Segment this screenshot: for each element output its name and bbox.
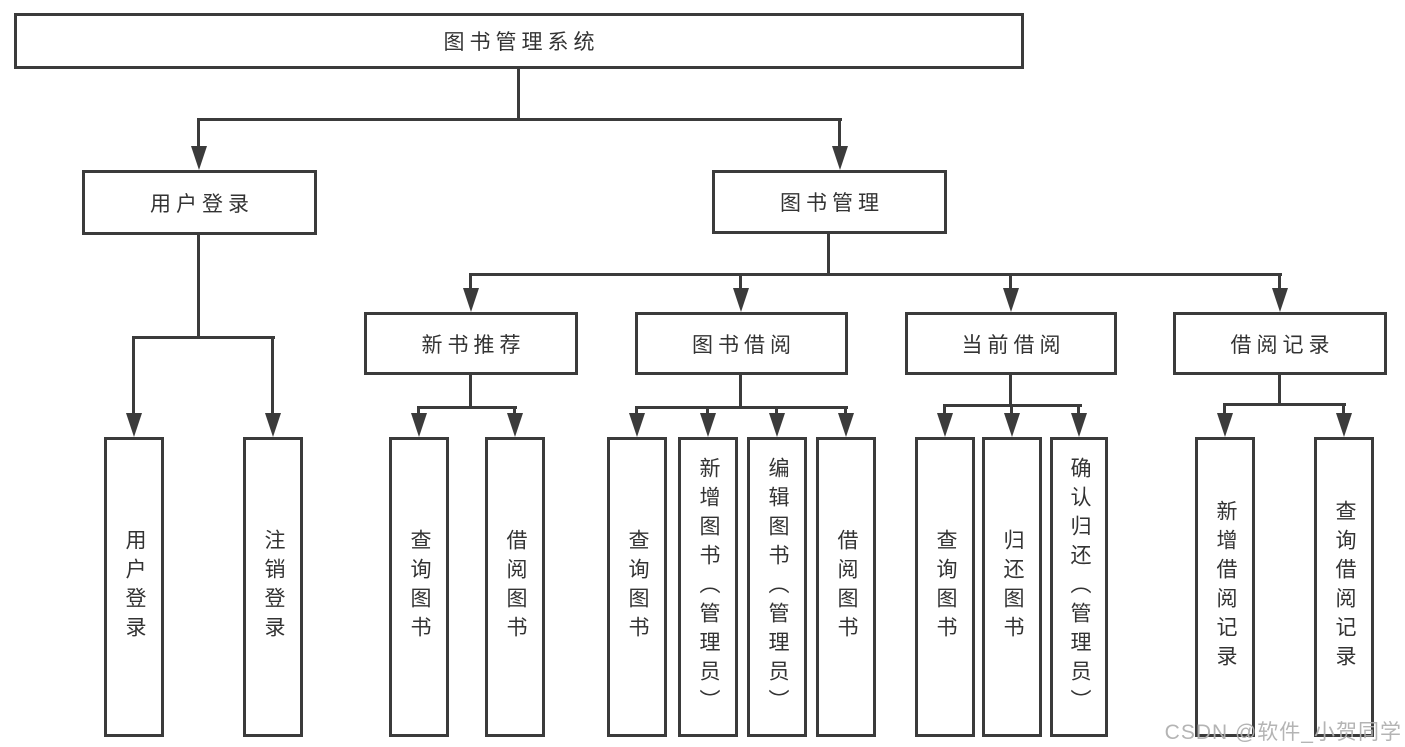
leaf-current-query-books: 查询图书 xyxy=(915,437,975,737)
leaf-borrow-add-books-admin: 新增图书（管理员） xyxy=(678,437,738,737)
arrow-down-icon xyxy=(733,288,749,312)
leaf-user-login-label: 用户登录 xyxy=(123,529,146,645)
arrow-down-icon xyxy=(1004,413,1020,437)
arrow-down-icon xyxy=(629,413,645,437)
leaf-current-return-books-label: 归还图书 xyxy=(1001,529,1024,645)
leaf-recommend-borrow-books: 借阅图书 xyxy=(485,437,545,737)
leaf-record-query-record-label: 查询借阅记录 xyxy=(1333,500,1356,674)
arrow-down-icon xyxy=(1071,413,1087,437)
leaf-user-login: 用户登录 xyxy=(104,437,164,737)
arrow-down-icon xyxy=(265,413,281,437)
node-book-management: 图书管理 xyxy=(712,170,947,234)
arrow-down-icon xyxy=(1003,288,1019,312)
arrow-down-icon xyxy=(700,413,716,437)
connector-borrow-stem xyxy=(739,375,742,409)
leaf-record-query-record: 查询借阅记录 xyxy=(1314,437,1374,737)
connector-record-stem xyxy=(1278,375,1281,406)
node-root-label: 图书管理系统 xyxy=(443,31,600,54)
connector-user-login-drop xyxy=(271,336,274,416)
leaf-borrow-query-books: 查询图书 xyxy=(607,437,667,737)
node-borrow-record-label: 借阅记录 xyxy=(1230,333,1335,357)
node-current-borrow-label: 当前借阅 xyxy=(961,333,1066,357)
connector-user-login-split xyxy=(132,336,275,339)
arrow-down-icon xyxy=(769,413,785,437)
connector-record-split xyxy=(1223,403,1346,406)
arrow-down-icon xyxy=(937,413,953,437)
leaf-current-confirm-return-admin-label: 确认归还（管理员） xyxy=(1068,456,1091,718)
connector-user-login-stem xyxy=(197,234,200,339)
connector-current-drop xyxy=(943,404,946,416)
leaf-logout-label: 注销登录 xyxy=(262,529,285,645)
connector-recommend-drop xyxy=(417,406,420,416)
connector-level3-drop xyxy=(469,273,472,291)
connector-borrow-drop xyxy=(775,406,778,416)
connector-book-management-stem xyxy=(827,233,830,276)
connector-root-left-drop xyxy=(197,118,200,150)
connector-record-drop xyxy=(1223,403,1226,416)
node-current-borrow: 当前借阅 xyxy=(905,312,1117,375)
leaf-current-confirm-return-admin: 确认归还（管理员） xyxy=(1050,437,1108,737)
connector-record-drop xyxy=(1342,403,1345,416)
csdn-watermark: CSDN @软件_小贺同学 xyxy=(1164,721,1402,744)
connector-current-stem xyxy=(1009,375,1012,407)
arrow-down-icon xyxy=(1217,413,1233,437)
connector-recommend-stem xyxy=(469,375,472,409)
node-borrow-record: 借阅记录 xyxy=(1173,312,1387,375)
leaf-borrow-add-books-admin-label: 新增图书（管理员） xyxy=(697,456,720,718)
arrow-down-icon xyxy=(507,413,523,437)
leaf-record-add-record-label: 新增借阅记录 xyxy=(1214,500,1237,674)
arrow-down-icon xyxy=(463,288,479,312)
leaf-borrow-borrow-books-label: 借阅图书 xyxy=(835,529,858,645)
leaf-borrow-borrow-books: 借阅图书 xyxy=(816,437,876,737)
arrow-down-icon xyxy=(1336,413,1352,437)
connector-level3-drop xyxy=(1009,273,1012,291)
connector-current-drop xyxy=(1077,404,1080,416)
arrow-down-icon xyxy=(126,413,142,437)
arrow-down-icon xyxy=(832,146,848,170)
leaf-borrow-edit-books-admin-label: 编辑图书（管理员） xyxy=(766,456,789,718)
leaf-borrow-query-books-label: 查询图书 xyxy=(626,529,649,645)
connector-root-right-drop xyxy=(838,118,841,150)
leaf-recommend-borrow-books-label: 借阅图书 xyxy=(504,529,527,645)
arrow-down-icon xyxy=(411,413,427,437)
connector-book-management-split xyxy=(469,273,1282,276)
arrow-down-icon xyxy=(1272,288,1288,312)
connector-root-split xyxy=(197,118,842,121)
leaf-current-return-books: 归还图书 xyxy=(982,437,1042,737)
arrow-down-icon xyxy=(191,146,207,170)
connector-recommend-split xyxy=(417,406,517,409)
connector-level3-drop xyxy=(1278,273,1281,291)
leaf-logout: 注销登录 xyxy=(243,437,303,737)
leaf-recommend-query-books-label: 查询图书 xyxy=(408,529,431,645)
node-new-book-recommend-label: 新书推荐 xyxy=(421,333,526,357)
connector-borrow-drop xyxy=(635,406,638,416)
connector-borrow-split xyxy=(635,406,848,409)
leaf-current-query-books-label: 查询图书 xyxy=(934,529,957,645)
node-user-login-label: 用户登录 xyxy=(150,192,254,216)
leaf-recommend-query-books: 查询图书 xyxy=(389,437,449,737)
node-user-login: 用户登录 xyxy=(82,170,317,235)
node-new-book-recommend: 新书推荐 xyxy=(364,312,578,375)
connector-level3-drop xyxy=(739,273,742,291)
connector-recommend-drop xyxy=(513,406,516,416)
connector-root-stem xyxy=(517,68,520,121)
node-book-management-label: 图书管理 xyxy=(780,192,884,215)
node-book-borrow: 图书借阅 xyxy=(635,312,848,375)
connector-current-drop xyxy=(1010,404,1013,416)
connector-borrow-drop xyxy=(844,406,847,416)
connector-user-login-drop xyxy=(132,336,135,416)
connector-borrow-drop xyxy=(706,406,709,416)
arrow-down-icon xyxy=(838,413,854,437)
node-root: 图书管理系统 xyxy=(14,13,1024,69)
node-book-borrow-label: 图书借阅 xyxy=(692,333,796,357)
leaf-borrow-edit-books-admin: 编辑图书（管理员） xyxy=(747,437,807,737)
leaf-record-add-record: 新增借阅记录 xyxy=(1195,437,1255,737)
